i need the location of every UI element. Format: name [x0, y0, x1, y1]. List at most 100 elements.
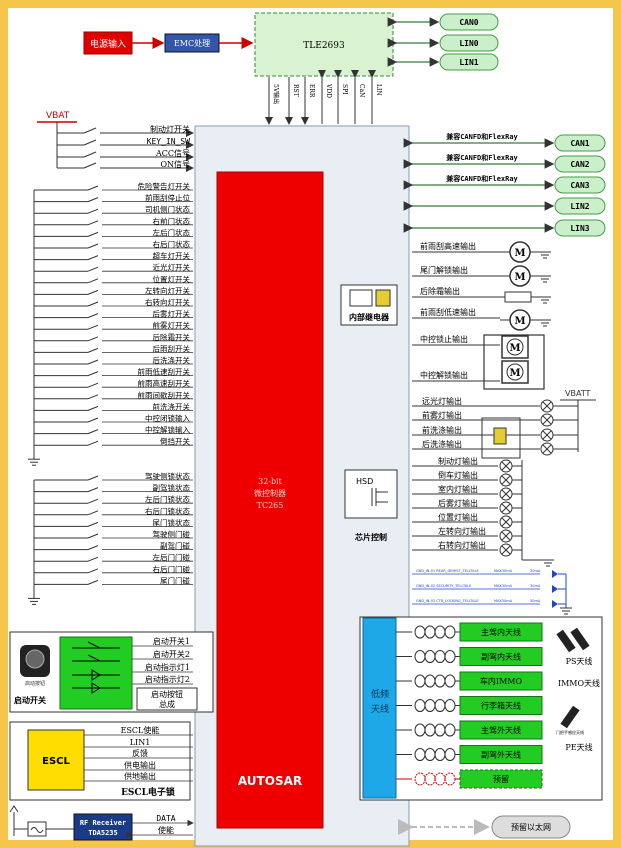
rf-signal-label: DATA	[156, 814, 175, 823]
bus-pill	[554, 155, 606, 173]
tle-pin-label: SPI	[341, 84, 348, 95]
relay-output-label: 前雨刮低速输出	[420, 307, 476, 317]
tle-pin-label: VDD	[325, 83, 332, 98]
bus-pill	[554, 134, 606, 152]
start-input-label: 启动开关2	[153, 649, 190, 659]
input-label: 后雾灯开关	[153, 309, 191, 319]
start-switch-label: 启动开关	[14, 695, 46, 705]
vbatt-label: VBATT	[565, 389, 591, 398]
lamp-output-label: 倒车灯输出	[438, 470, 478, 480]
start-caption-2: 总成	[159, 699, 175, 709]
input-label: 前雨高速刮开关	[138, 378, 191, 388]
pe-antenna-label: PE天线	[565, 742, 592, 752]
antenna-label: 车内IMMO	[480, 676, 523, 686]
defrost-heater-icon	[504, 291, 532, 303]
start-input-label: 启动指示灯2	[145, 674, 190, 684]
telltale-led-icon	[552, 600, 558, 608]
motor-symbol: M	[514, 248, 525, 259]
input-label: 后雨刮开关	[153, 343, 191, 353]
input-label: ON信号	[160, 159, 190, 169]
bus-label: CAN2	[570, 160, 589, 169]
telltale-label: GND_IN-03 CTR_LOCKING_TELLTALE	[416, 599, 479, 603]
hsd-box	[344, 469, 398, 519]
tle-bus-label: LIN0	[459, 39, 478, 48]
input-label: 右后门门碰	[153, 564, 191, 574]
relay-output-label: 尾门解锁输出	[420, 265, 468, 275]
relay-output-label: 中控解锁输出	[420, 370, 468, 380]
bus-label: CAN3	[570, 181, 589, 190]
motor-symbol: M	[514, 272, 525, 283]
telltale-res: MAX30mA	[494, 569, 513, 573]
start-button-icon-label: 启动按钮	[25, 680, 45, 687]
bus-compat-label: 兼容CANFD和FlexRay	[446, 132, 518, 141]
emc-label: EMC处理	[174, 38, 210, 48]
telltale-res2: 30mA	[530, 569, 541, 573]
ethernet-block	[491, 815, 571, 839]
input-label: ACC信号	[155, 148, 190, 158]
input-label: 前雾灯开关	[153, 320, 191, 330]
lf-block-label-2: 天线	[371, 703, 389, 715]
input-label: 右后门状态	[153, 239, 191, 249]
input-label: 制动灯开关	[150, 124, 190, 134]
input-label: 右前门状态	[153, 216, 191, 226]
bus-label: LIN2	[570, 202, 589, 211]
input-label: 前雨间歇刮开关	[138, 390, 191, 400]
input-label: KEY_IN_SW	[147, 137, 191, 146]
escl-signal-label: 反馈	[132, 748, 148, 758]
input-label: 驾驶侧锁状态	[145, 471, 190, 481]
input-label: 司机侧门状态	[145, 204, 190, 214]
tle2693-label: TLE2693	[303, 41, 345, 51]
pe-antenna-sublabel: 门把手感应天线	[556, 729, 584, 735]
input-label: 左后门锁状态	[145, 494, 190, 504]
bus-compat-label: 兼容CANFD和FlexRay	[446, 153, 518, 162]
right-buses: 兼容CANFD和FlexRayCAN1兼容CANFD和FlexRayCAN2兼容…	[403, 132, 606, 237]
telltales: GND_IN-01 REAR_DEMIST_TELLTALE MAX30mA 30m…	[412, 569, 572, 615]
input-label: 前雨低速刮开关	[138, 367, 191, 377]
lamp-output-label: 室内灯输出	[438, 484, 478, 494]
lamp-output-label: 前洗涤输出	[422, 425, 462, 435]
lamp-output-label: 后洗涤输出	[422, 439, 462, 449]
motor-symbol: M	[509, 368, 520, 379]
relay-box-label: 内部继电器	[349, 312, 390, 322]
tle-bus-label: CAN0	[459, 18, 478, 27]
input-label: 危险警告灯开关	[138, 181, 191, 191]
lamp-output-label: 后雾灯输出	[438, 498, 478, 508]
lamp-output-label: 远光灯输出	[422, 396, 462, 406]
telltale-res2: 30mA	[530, 584, 541, 588]
antenna-block	[459, 745, 543, 764]
ps-antenna-label: PS天线	[566, 656, 593, 666]
escl-block-label: ESCL	[42, 756, 70, 767]
mcu-label: 微控制器	[254, 488, 286, 498]
input-label: 前雨刮停止位	[145, 193, 190, 203]
telltale-led-icon	[552, 585, 558, 593]
relay-output-label: 前雨刮高速输出	[420, 241, 476, 251]
lf-block	[362, 617, 397, 799]
telltale-res: MAX30mA	[494, 599, 513, 603]
antenna-label: 副驾外天线	[481, 750, 521, 760]
bus-label: CAN1	[570, 139, 589, 148]
hsd-caption: 芯片控制	[355, 532, 387, 542]
tle-bus-label: LIN1	[459, 58, 478, 67]
telltale-led-icon	[552, 570, 558, 578]
antenna-block	[459, 622, 543, 642]
tle-bus-pill	[439, 34, 499, 52]
rf-receiver-block	[73, 813, 133, 841]
telltale-res2: 30mA	[530, 599, 541, 603]
input-label: 中控解锁输入	[145, 425, 190, 435]
input-label: 近光灯开关	[153, 262, 191, 272]
lamp-output-label: 左转向灯输出	[438, 526, 486, 536]
relay-output-label: 中控锁止输出	[420, 334, 468, 344]
input-label: 右后门锁状态	[145, 506, 190, 516]
tle-bus-pill	[439, 53, 499, 71]
start-input-label: 启动指示灯1	[145, 662, 190, 672]
input-label: 驾驶侧门碰	[153, 529, 191, 539]
tle2693-block	[254, 12, 394, 77]
telltale-label: GND_IN-01 REAR_DEMIST_TELLTALE	[416, 569, 479, 573]
